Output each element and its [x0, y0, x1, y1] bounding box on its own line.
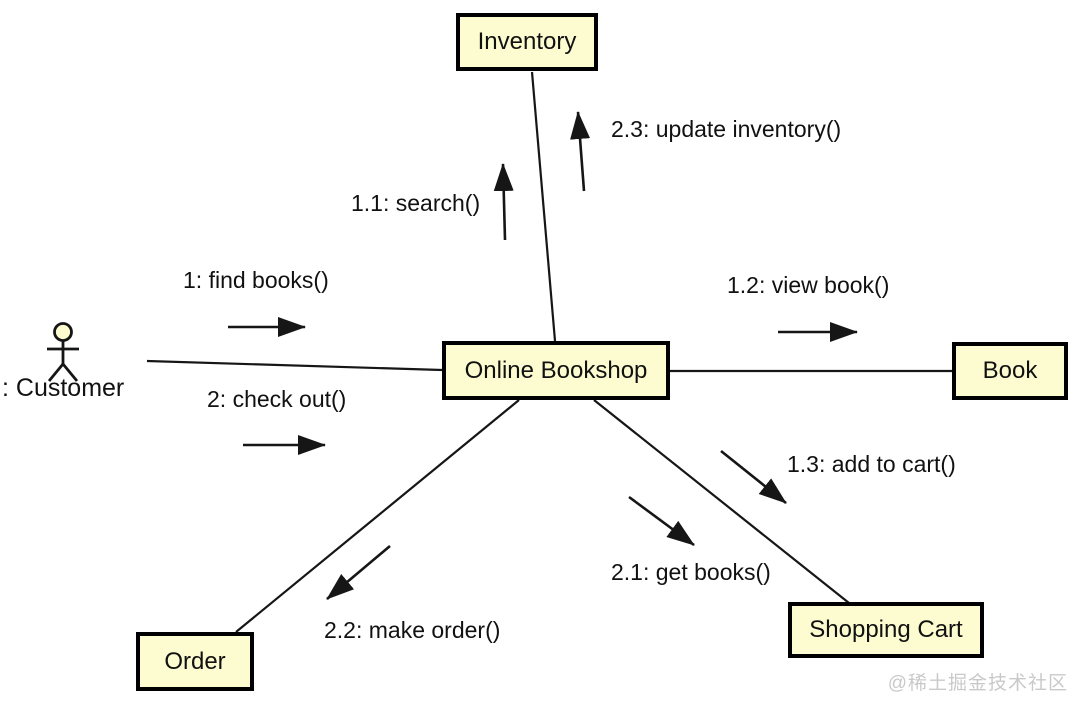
node-book: Book — [952, 342, 1068, 400]
link-bookshop-shoppingcart — [593, 399, 850, 604]
message-view-book: 1.2: view book() — [727, 272, 890, 298]
node-book-label: Book — [982, 357, 1038, 384]
node-inventory: Inventory — [456, 13, 598, 71]
arrow-get-books — [628, 495, 695, 547]
arrow-search — [493, 163, 514, 241]
message-make-order: 2.2: make order() — [324, 617, 501, 643]
arrow-update-inventory — [570, 111, 591, 192]
message-update-inventory: 2.3: update inventory() — [611, 116, 842, 142]
arrow-add-to-cart — [720, 449, 787, 505]
message-check-out: 2: check out() — [207, 386, 347, 412]
customer-actor-label: : Customer — [2, 374, 125, 402]
node-online-bookshop-label: Online Bookshop — [464, 356, 648, 384]
watermark-text: @稀土掘金技术社区 — [887, 673, 1068, 694]
message-get-books: 2.1: get books() — [611, 559, 771, 585]
node-order: Order — [136, 632, 254, 691]
node-shopping-cart: Shopping Cart — [788, 602, 984, 658]
node-order-label: Order — [164, 647, 226, 675]
message-add-to-cart: 1.3: add to cart() — [787, 451, 956, 477]
link-bookshop-order — [235, 399, 520, 633]
node-online-bookshop: Online Bookshop — [442, 341, 670, 400]
message-find-books: 1: find books() — [183, 267, 329, 293]
link-bookshop-inventory — [530, 71, 557, 342]
arrow-make-order — [326, 545, 391, 600]
node-inventory-label: Inventory — [477, 28, 577, 55]
customer-actor-icon — [47, 322, 79, 382]
link-customer-bookshop — [146, 359, 443, 372]
node-shopping-cart-label: Shopping Cart — [809, 616, 963, 643]
message-search: 1.1: search() — [351, 190, 481, 216]
